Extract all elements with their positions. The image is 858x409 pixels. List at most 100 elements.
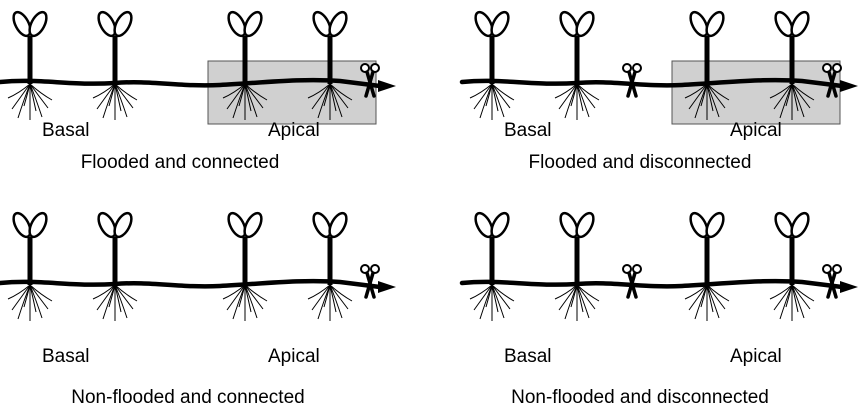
leaf-right bbox=[575, 211, 595, 239]
leaf-right bbox=[705, 211, 725, 239]
root bbox=[684, 284, 708, 300]
scissors-ring bbox=[622, 63, 632, 73]
leaf-right bbox=[790, 10, 810, 38]
ramet-4 bbox=[769, 10, 815, 120]
ramet-3 bbox=[222, 211, 268, 321]
leaf-right bbox=[705, 10, 725, 38]
scissors-blade bbox=[626, 271, 637, 299]
leaf-right bbox=[113, 10, 133, 38]
leaf-left bbox=[97, 211, 117, 239]
root bbox=[684, 83, 708, 99]
apical-label: Apical bbox=[268, 120, 320, 141]
ramet-2 bbox=[92, 211, 138, 321]
ramet-4 bbox=[769, 211, 815, 321]
leaf-right bbox=[113, 211, 133, 239]
arrow-head-icon bbox=[378, 281, 396, 293]
stolon-scene bbox=[0, 211, 396, 321]
root bbox=[706, 284, 726, 310]
root bbox=[785, 83, 793, 107]
scissors-blade bbox=[364, 271, 375, 299]
root bbox=[244, 284, 264, 310]
stolon-stem bbox=[0, 278, 383, 290]
root bbox=[791, 83, 811, 109]
root bbox=[576, 83, 590, 118]
leaf-right bbox=[328, 10, 348, 38]
scissors-icon bbox=[822, 264, 842, 299]
leaf-left bbox=[227, 211, 247, 239]
root bbox=[329, 284, 353, 302]
root bbox=[473, 284, 493, 311]
root bbox=[558, 284, 578, 311]
root bbox=[570, 83, 578, 107]
scissors-ring bbox=[370, 63, 380, 73]
root bbox=[554, 284, 578, 300]
leaf-right bbox=[28, 10, 48, 38]
leaf-left bbox=[559, 10, 579, 38]
root bbox=[11, 284, 31, 311]
scissors-ring bbox=[822, 264, 832, 274]
panel-flooded-disconnected: Basal Apical Flooded and disconnected bbox=[459, 0, 858, 204]
root bbox=[791, 83, 805, 118]
scissors-blade bbox=[364, 70, 375, 98]
root bbox=[114, 83, 138, 101]
apical-label: Apical bbox=[730, 346, 782, 367]
stolon-stem bbox=[459, 278, 845, 290]
root bbox=[29, 83, 49, 109]
scissors-ring bbox=[360, 264, 370, 274]
ramet-3 bbox=[684, 10, 730, 120]
root bbox=[491, 284, 505, 319]
root bbox=[706, 83, 720, 118]
root bbox=[238, 83, 246, 107]
basal-label: Basal bbox=[504, 120, 552, 141]
scissors-ring bbox=[370, 264, 380, 274]
apical-label: Apical bbox=[730, 120, 782, 141]
leaf-right bbox=[490, 211, 510, 239]
ramet-1 bbox=[7, 10, 53, 120]
scene-group bbox=[459, 211, 858, 321]
root bbox=[570, 284, 578, 308]
scene-group bbox=[459, 10, 858, 125]
root bbox=[23, 83, 31, 107]
scissors-ring bbox=[360, 63, 370, 73]
root bbox=[791, 284, 805, 319]
panel-caption: Non-flooded and disconnected bbox=[511, 387, 769, 408]
root bbox=[558, 83, 578, 110]
root bbox=[29, 284, 43, 319]
scissors-blade bbox=[626, 70, 637, 98]
root bbox=[311, 83, 331, 110]
root bbox=[773, 83, 793, 110]
root bbox=[706, 284, 730, 302]
root bbox=[92, 83, 116, 99]
root bbox=[491, 284, 511, 310]
root bbox=[108, 284, 116, 308]
basal-label: Basal bbox=[42, 120, 90, 141]
basal-label: Basal bbox=[504, 346, 552, 367]
ramet-4 bbox=[307, 10, 353, 120]
arrow-head-icon bbox=[378, 80, 396, 92]
root bbox=[473, 83, 493, 110]
root bbox=[244, 83, 258, 118]
panel-flooded-connected: Basal Apical Flooded and connected bbox=[0, 0, 429, 204]
leaf-right bbox=[243, 10, 263, 38]
root bbox=[238, 284, 246, 308]
scissors-blade bbox=[826, 70, 837, 98]
root bbox=[329, 83, 343, 118]
root bbox=[226, 83, 246, 110]
root bbox=[11, 83, 31, 110]
scissors-icon bbox=[622, 63, 642, 98]
ramet-2 bbox=[554, 10, 600, 120]
root bbox=[329, 284, 343, 319]
root bbox=[769, 284, 793, 300]
root bbox=[688, 83, 708, 110]
root bbox=[329, 284, 349, 310]
stolon-scene bbox=[0, 10, 396, 125]
root bbox=[791, 284, 811, 310]
leaf-right bbox=[790, 211, 810, 239]
leaf-right bbox=[575, 10, 595, 38]
root bbox=[469, 83, 493, 99]
root bbox=[688, 284, 708, 311]
root bbox=[114, 284, 134, 310]
root bbox=[469, 284, 493, 300]
root bbox=[7, 83, 31, 99]
leaf-left bbox=[474, 211, 494, 239]
